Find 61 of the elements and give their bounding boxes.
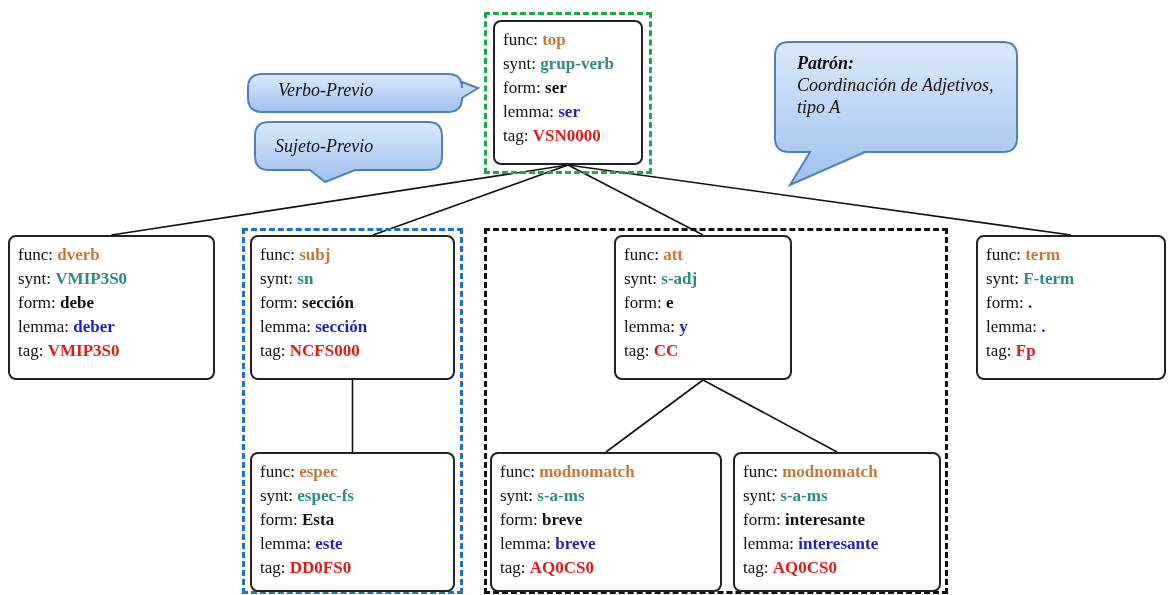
callout-text: Patrón:: [797, 52, 855, 74]
callout-text: Coordinación de Adjetivos, tipo A: [797, 74, 995, 118]
token-feature-box: [493, 20, 643, 165]
feature-line: tag: Fp: [986, 340, 1036, 362]
feature-line: tag: AQ0CS0: [500, 557, 594, 579]
feature-line: form: debe: [18, 292, 95, 314]
tree-branch-line: [351, 379, 354, 453]
feature-line: func: top: [503, 29, 566, 51]
feature-line: synt: s-a-ms: [743, 485, 828, 507]
feature-line: tag: VMIP3S0: [18, 340, 120, 362]
tree-branch-line: [567, 164, 704, 236]
feature-line: func: dverb: [18, 244, 100, 266]
tree-branch-line: [372, 164, 569, 236]
feature-line: func: modnomatch: [500, 461, 635, 483]
dashed-group-frame: [484, 12, 652, 174]
token-feature-box: [976, 235, 1166, 380]
token-feature-box: [733, 452, 941, 592]
feature-line: lemma: este: [260, 533, 343, 555]
feature-line: lemma: interesante: [743, 533, 879, 555]
feature-line: form: interesante: [743, 509, 865, 531]
feature-line: form: sección: [260, 292, 354, 314]
feature-line: synt: VMIP3S0: [18, 268, 128, 290]
dashed-group-frame: [242, 228, 463, 594]
tree-branch-line: [605, 379, 704, 453]
feature-line: func: espec: [260, 461, 338, 483]
token-feature-box: [490, 452, 722, 592]
feature-line: form: ser: [503, 77, 567, 99]
feature-line: synt: espec-fs: [260, 485, 354, 507]
feature-line: func: att: [624, 244, 683, 266]
feature-line: tag: VSN0000: [503, 125, 601, 147]
tree-branch-line: [567, 164, 1072, 236]
feature-line: tag: DD0FS0: [260, 557, 352, 579]
feature-line: synt: sn: [260, 268, 314, 290]
feature-line: lemma: ser: [503, 101, 580, 123]
feature-line: lemma: .: [986, 316, 1046, 338]
feature-line: lemma: deber: [18, 316, 115, 338]
token-feature-box: [614, 235, 792, 380]
feature-line: func: term: [986, 244, 1061, 266]
feature-line: func: modnomatch: [743, 461, 878, 483]
feature-line: synt: s-a-ms: [500, 485, 585, 507]
feature-line: synt: F-term: [986, 268, 1075, 290]
feature-line: lemma: sección: [260, 316, 368, 338]
feature-line: lemma: y: [624, 316, 688, 338]
feature-line: form: .: [986, 292, 1033, 314]
callout-text: Sujeto-Previo: [275, 135, 374, 157]
token-feature-box: [8, 235, 215, 380]
feature-line: synt: s-adj: [624, 268, 698, 290]
feature-line: lemma: breve: [500, 533, 596, 555]
feature-line: func: subj: [260, 244, 331, 266]
dashed-group-frame: [484, 228, 948, 594]
feature-line: form: Esta: [260, 509, 335, 531]
tree-branch-line: [702, 379, 838, 453]
feature-line: form: breve: [500, 509, 583, 531]
token-feature-box: [250, 452, 455, 592]
feature-line: tag: CC: [624, 340, 679, 362]
feature-line: tag: AQ0CS0: [743, 557, 837, 579]
feature-line: tag: NCFS000: [260, 340, 360, 362]
feature-line: form: e: [624, 292, 674, 314]
feature-line: synt: grup-verb: [503, 53, 614, 75]
token-feature-box: [250, 235, 455, 380]
callout-text: Verbo-Previo: [278, 79, 374, 101]
